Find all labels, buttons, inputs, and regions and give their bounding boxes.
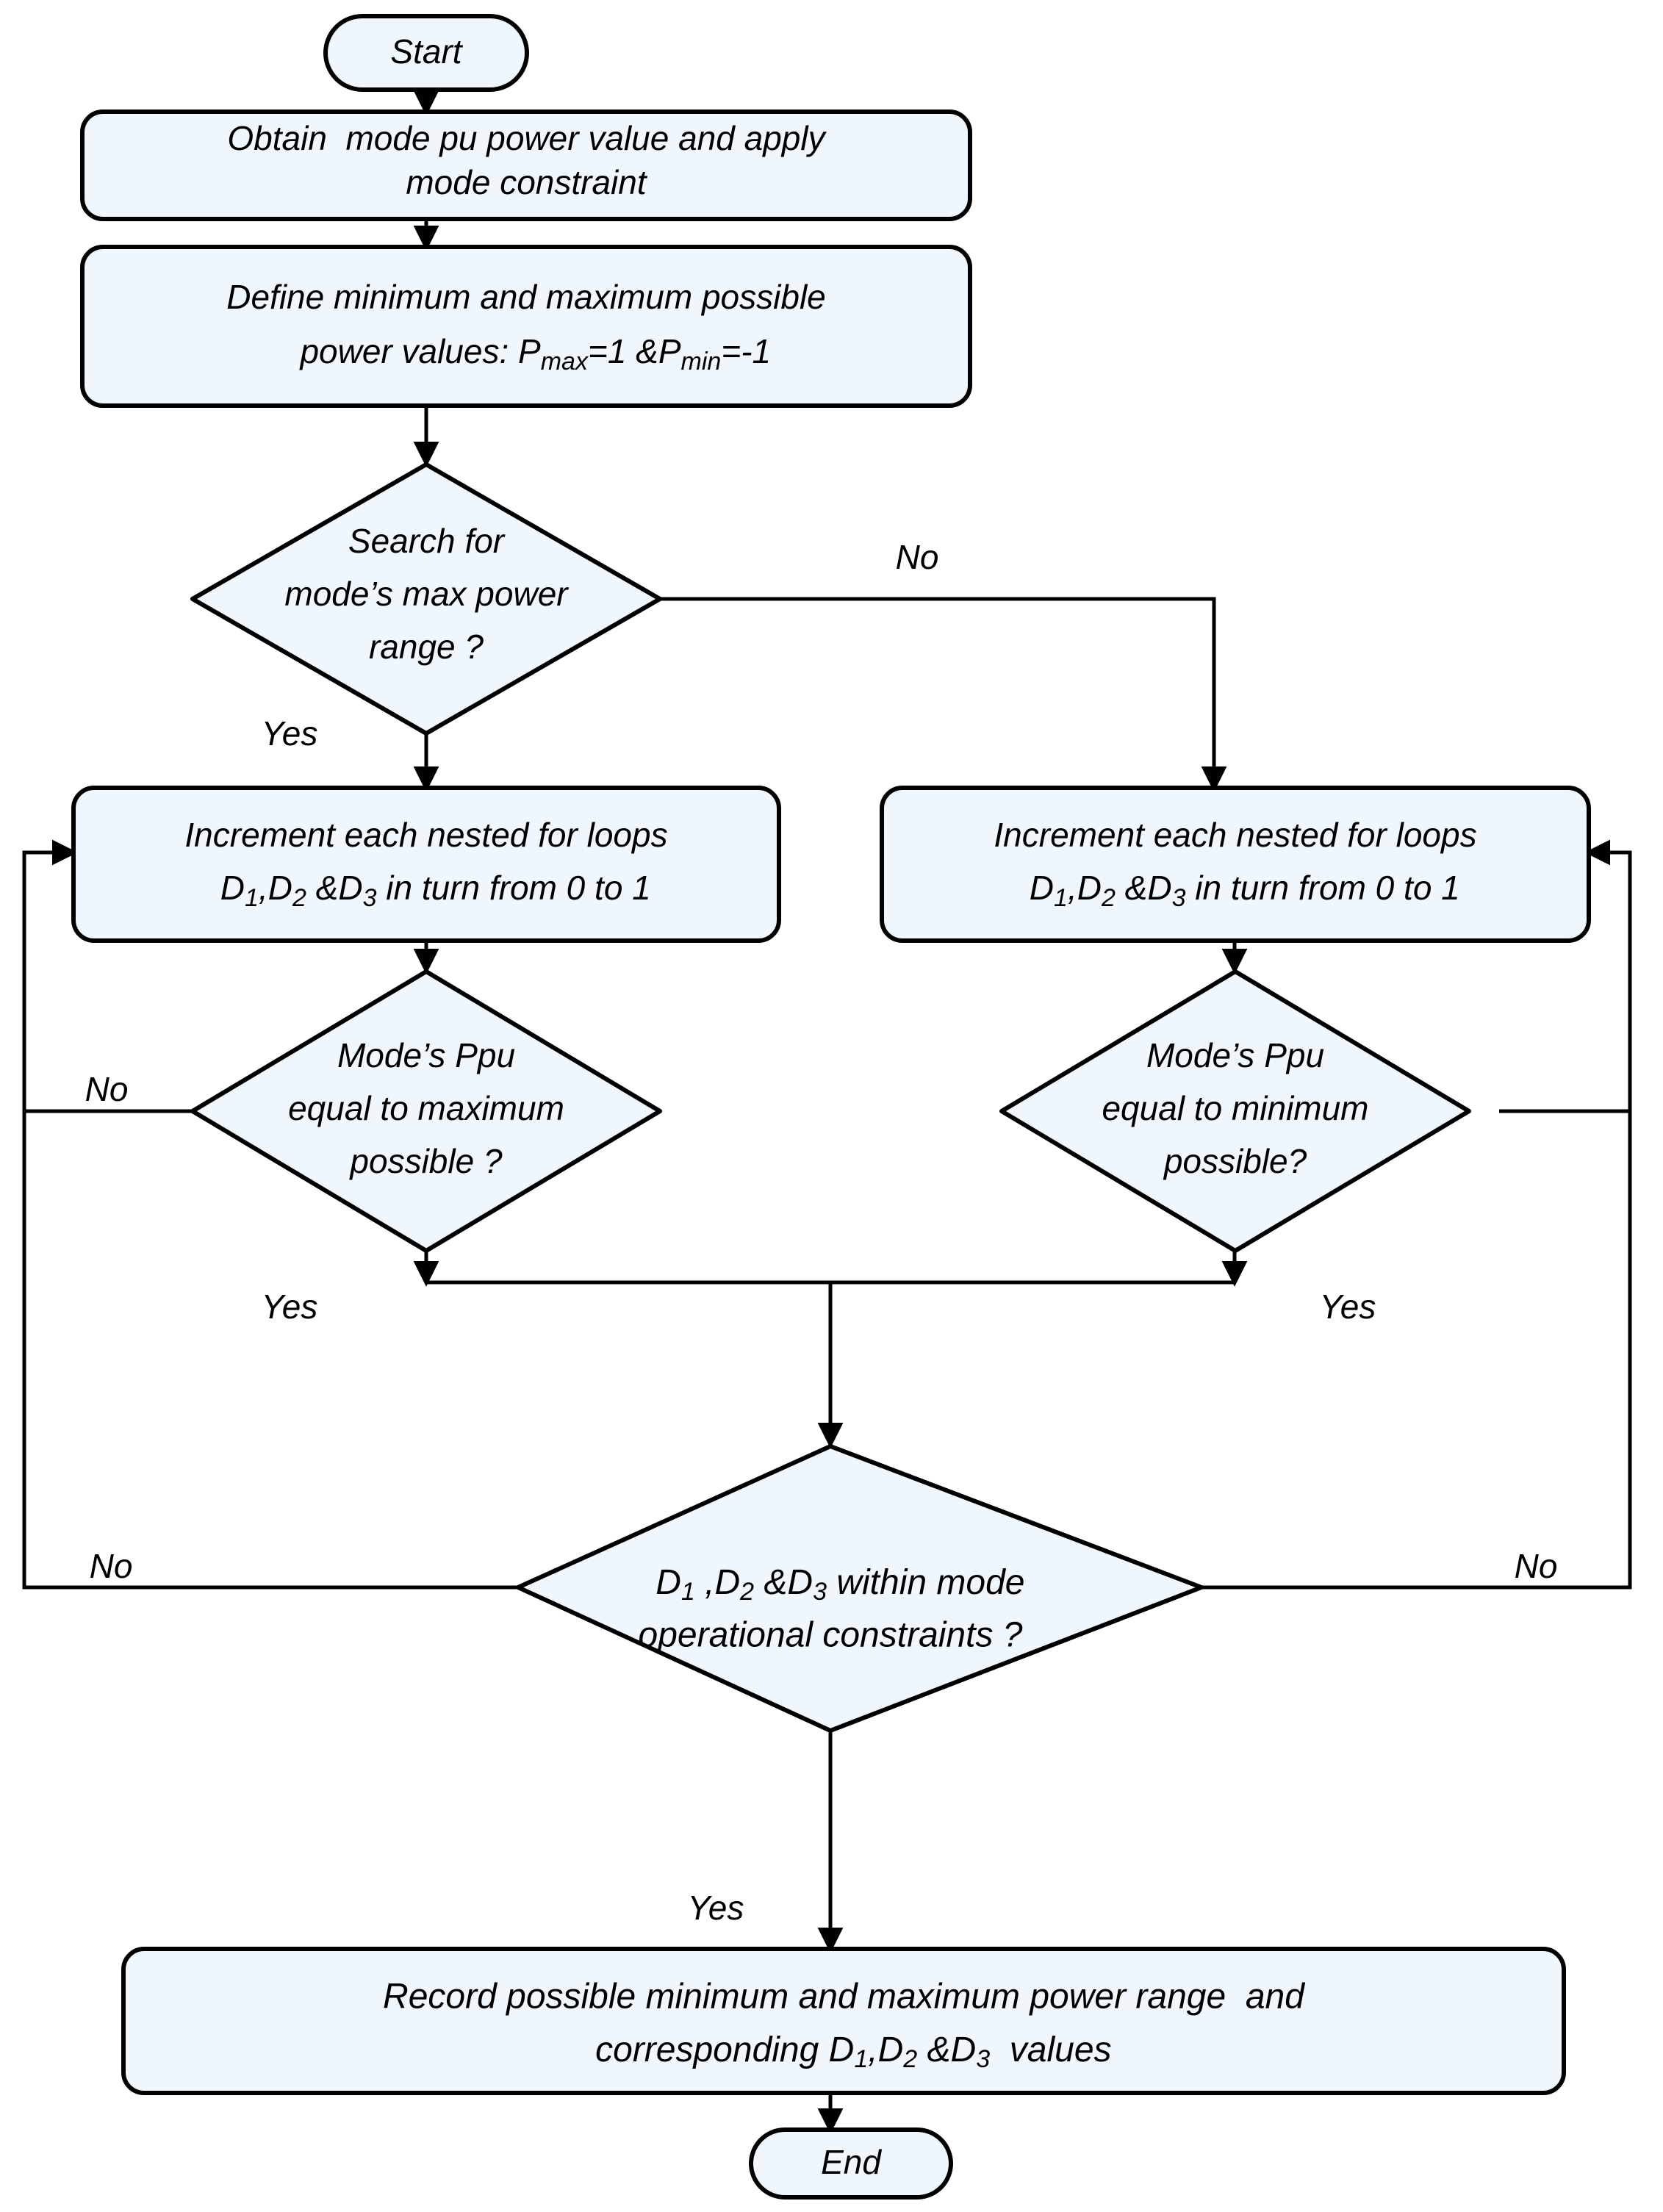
node-end[interactable]: End bbox=[749, 2127, 953, 2200]
node-increment-right-line2: D1,D2 &D3 in turn from 0 to 1 bbox=[945, 869, 1526, 912]
node-max-line3: possible ? bbox=[348, 1142, 503, 1180]
node-end-label: End bbox=[821, 2143, 882, 2181]
node-record-line2: corresponding D1,D2 &D3 values bbox=[507, 2030, 1180, 2073]
node-start[interactable]: Start bbox=[323, 14, 529, 92]
edge-label-search-yes: Yes bbox=[262, 714, 318, 753]
node-record-line1: Record possible minimum and maximum powe… bbox=[383, 1978, 1305, 2017]
node-search-line1: Search for bbox=[348, 522, 506, 560]
node-ppu-equal-max-decision[interactable]: Mode’s Ppu equal to maximum possible ? bbox=[190, 969, 662, 1253]
node-search-line3: range ? bbox=[369, 628, 484, 666]
node-min-line2: equal to minimum bbox=[1102, 1089, 1368, 1127]
node-min-line1: Mode’s Ppu bbox=[1146, 1036, 1324, 1074]
edge-label-max-yes: Yes bbox=[262, 1288, 318, 1326]
edge-label-max-no: No bbox=[85, 1070, 129, 1108]
edge-constraints-no-right bbox=[1143, 1111, 1632, 1590]
node-increment-right-line1: Increment each nested for loops bbox=[994, 816, 1476, 854]
node-ppu-equal-min-decision[interactable]: Mode’s Ppu equal to minimum possible? bbox=[999, 969, 1471, 1253]
edge-constraints-no-left bbox=[22, 1111, 518, 1590]
node-increment-left-line1: Increment each nested for loops bbox=[184, 816, 667, 854]
edge-maxdecision-no bbox=[22, 839, 193, 1113]
edge-label-constraints-yes: Yes bbox=[688, 1889, 744, 1927]
edge-mindecision-no bbox=[1499, 839, 1632, 1113]
node-search-line2: mode’s max power bbox=[284, 575, 569, 613]
node-increment-loops-right[interactable]: Increment each nested for loops D1,D2 &D… bbox=[880, 786, 1591, 943]
node-constraints-line1: D1 ,D2 &D3 within mode bbox=[567, 1563, 1093, 1606]
edge-label-min-yes: Yes bbox=[1320, 1288, 1376, 1326]
node-constraints-decision[interactable]: D1 ,D2 &D3 within mode operational const… bbox=[516, 1444, 1204, 1733]
node-define-line2: power values: Pmax=1 &Pmin=-1 bbox=[215, 332, 836, 376]
node-min-line3: possible? bbox=[1163, 1142, 1307, 1180]
node-obtain-line1: Obtain mode pu power value and apply bbox=[227, 119, 827, 157]
node-define-line1: Define minimum and maximum possible bbox=[226, 278, 826, 316]
node-search-max-power-range-decision[interactable]: Search for mode’s max power range ? bbox=[190, 462, 662, 736]
node-record-power-range[interactable]: Record possible minimum and maximum powe… bbox=[121, 1947, 1566, 2095]
node-max-line2: equal to maximum bbox=[288, 1089, 564, 1127]
edge-search-no bbox=[661, 597, 1227, 792]
edge-label-constraints-no-left: No bbox=[90, 1547, 133, 1585]
node-start-label: Start bbox=[390, 32, 463, 71]
node-obtain-line2: mode constraint bbox=[406, 163, 647, 201]
node-define-power-values[interactable]: Define minimum and maximum possible powe… bbox=[80, 245, 972, 408]
node-increment-loops-left[interactable]: Increment each nested for loops D1,D2 &D… bbox=[71, 786, 781, 943]
node-constraints-line2: operational constraints ? bbox=[639, 1616, 1023, 1655]
node-max-line1: Mode’s Ppu bbox=[337, 1036, 515, 1074]
edge-label-constraints-no-right: No bbox=[1515, 1547, 1558, 1585]
node-obtain-mode-power[interactable]: Obtain mode pu power value and apply mod… bbox=[80, 109, 972, 221]
node-increment-left-line2: D1,D2 &D3 in turn from 0 to 1 bbox=[136, 869, 716, 912]
edge-label-search-no: No bbox=[896, 538, 939, 576]
